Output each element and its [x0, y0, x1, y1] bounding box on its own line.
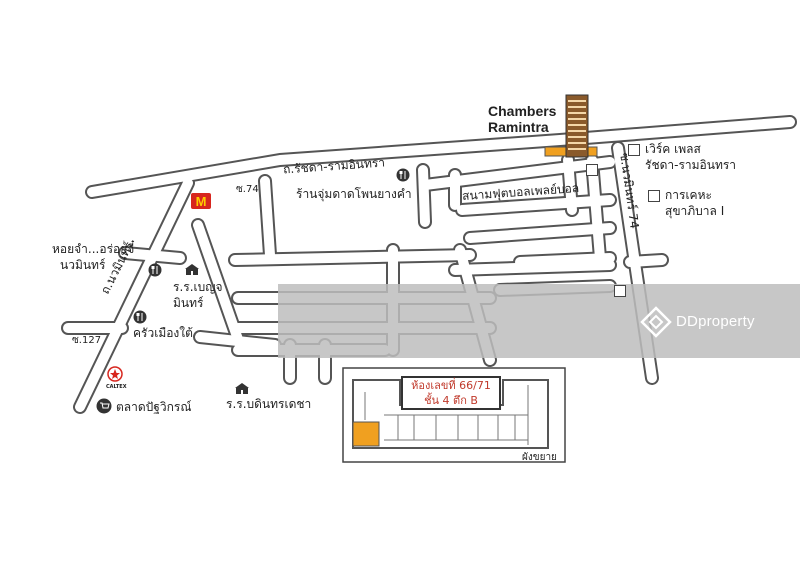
floor-plan-label: ผังขยาย [522, 452, 557, 463]
svg-text:M: M [196, 194, 207, 209]
building-title-line2: Ramintra [488, 119, 549, 135]
place-market: ตลาดปัฐวิกรณ์ [116, 400, 192, 414]
watermark-text: DDproperty [676, 313, 755, 330]
caltex-icon [105, 366, 125, 392]
building-title-line1: Chambers [488, 103, 557, 119]
room-label-box: ห้องเลขที่ 66/71 ชั้น 4 ตึก B [401, 376, 501, 410]
place-school2: ร.ร.บดินทรเดชา [226, 397, 312, 411]
football-field-icon [586, 164, 598, 176]
room-floor: ชั้น 4 ตึก B [424, 394, 478, 407]
school-icon [184, 261, 200, 280]
room-number: ห้องเลขที่ 66/71 [411, 379, 491, 392]
mcdonalds-icon: M [191, 193, 211, 213]
werk-place-icon [628, 144, 640, 156]
restaurant-icon [396, 167, 410, 186]
caltex-label: CALTEX [106, 384, 127, 390]
place-school1-line2: มินทร์ [173, 296, 204, 310]
unit-highlight [352, 421, 380, 447]
place-werk-line2: รัชดา-รามอินทรา [645, 158, 737, 172]
watermark-overlay [278, 284, 800, 358]
dd-logo-icon [640, 306, 672, 342]
place-kheha-line1: การเคหะ [665, 188, 712, 202]
place-hoi-line2: นวมินทร์ [60, 258, 106, 272]
place-kheha-line2: สุขาภิบาล I [665, 204, 725, 218]
small-landmark-icon [614, 285, 626, 297]
kheha-icon [648, 190, 660, 202]
school-icon [234, 380, 250, 399]
place-werk-line1: เวิร์ค เพลส [645, 142, 701, 156]
place-kitchen: ครัวเมืองใต้ [133, 326, 193, 340]
road-label-soi74: ซ.74 [236, 184, 259, 195]
tower-icon [565, 94, 589, 158]
building-title: Chambers Ramintra [488, 103, 556, 135]
restaurant-icon [133, 309, 147, 328]
restaurant-icon [148, 262, 162, 281]
cart-icon [96, 398, 112, 418]
place-school1-line1: ร.ร.เบญจ [173, 280, 223, 294]
place-hoi-line1: หอยจำ...อร่อยจี๋ [52, 242, 135, 256]
road-label-soi127: ซ.127 [72, 335, 102, 346]
place-restaurant1: ร้านจุ่มดาดโพนยางคำ [296, 187, 412, 201]
